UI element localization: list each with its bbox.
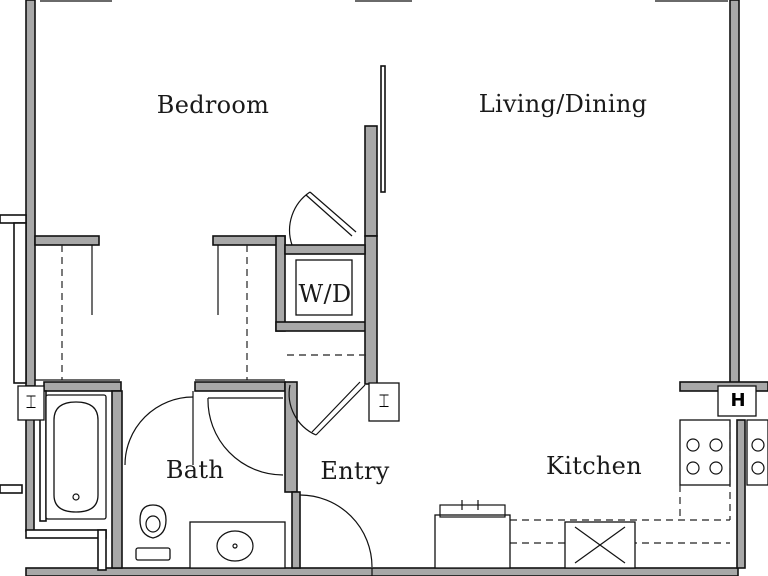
entry — [287, 354, 373, 576]
column-markers — [17, 382, 757, 422]
column-icon: H — [730, 390, 746, 411]
room-label-bedroom: Bedroom — [156, 91, 270, 119]
bath-fixtures — [45, 391, 286, 569]
room-label-entry: Entry — [320, 457, 390, 485]
room-label-living-dining: Living/Dining — [478, 90, 648, 118]
column-icon: ⌶ — [25, 392, 37, 413]
column-icon: ⌶ — [378, 391, 390, 412]
room-label-bath: Bath — [165, 456, 225, 484]
right-neighbor — [736, 419, 768, 569]
bath-walls — [39, 381, 298, 569]
kitchen — [434, 381, 768, 569]
room-label-wd: W/D — [298, 280, 352, 308]
wd-closet — [284, 191, 366, 316]
room-label-kitchen: Kitchen — [546, 452, 642, 480]
